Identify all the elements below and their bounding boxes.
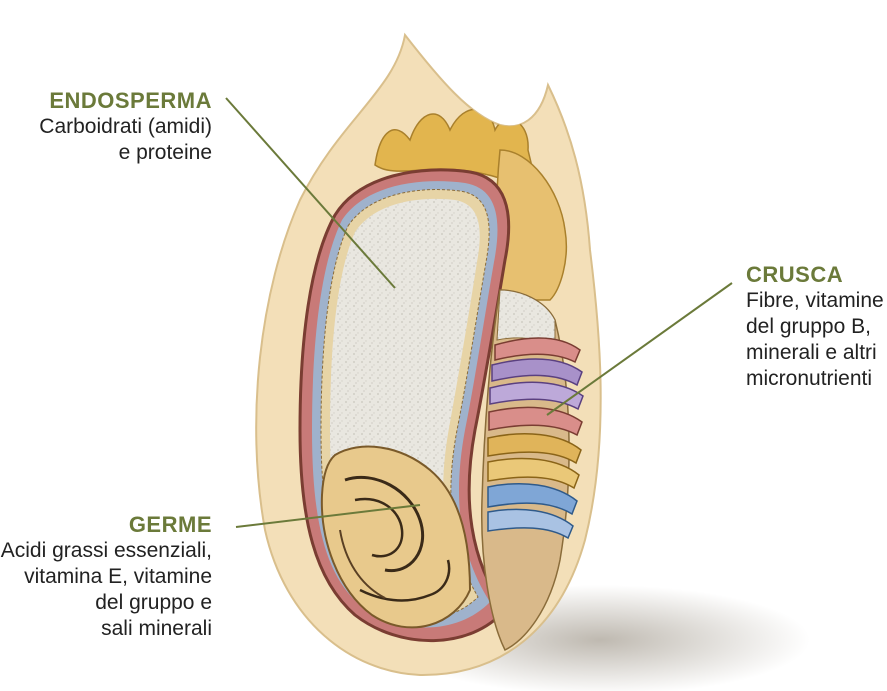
label-crusca-line-2: del gruppo B, (746, 314, 887, 340)
label-endosperma-title: ENDOSPERMA (0, 88, 212, 114)
label-endosperma-line-1: Carboidrati (amidi) (0, 114, 212, 140)
label-crusca-line-3: minerali e altri (746, 340, 887, 366)
label-crusca: CRUSCA Fibre, vitamine del gruppo B, min… (746, 262, 887, 392)
label-germe-line-4: sali minerali (0, 616, 212, 642)
label-crusca-line-4: micronutrienti (746, 366, 887, 392)
label-germe-line-3: del gruppo e (0, 590, 212, 616)
label-endosperma: ENDOSPERMA Carboidrati (amidi) e protein… (0, 88, 212, 166)
label-germe-line-1: Acidi grassi essenziali, (0, 538, 212, 564)
label-crusca-line-1: Fibre, vitamine (746, 288, 887, 314)
label-endosperma-line-2: e proteine (0, 140, 212, 166)
label-germe-line-2: vitamina E, vitamine (0, 564, 212, 590)
label-germe-title: GERME (0, 512, 212, 538)
label-germe: GERME Acidi grassi essenziali, vitamina … (0, 512, 212, 642)
label-crusca-title: CRUSCA (746, 262, 887, 288)
